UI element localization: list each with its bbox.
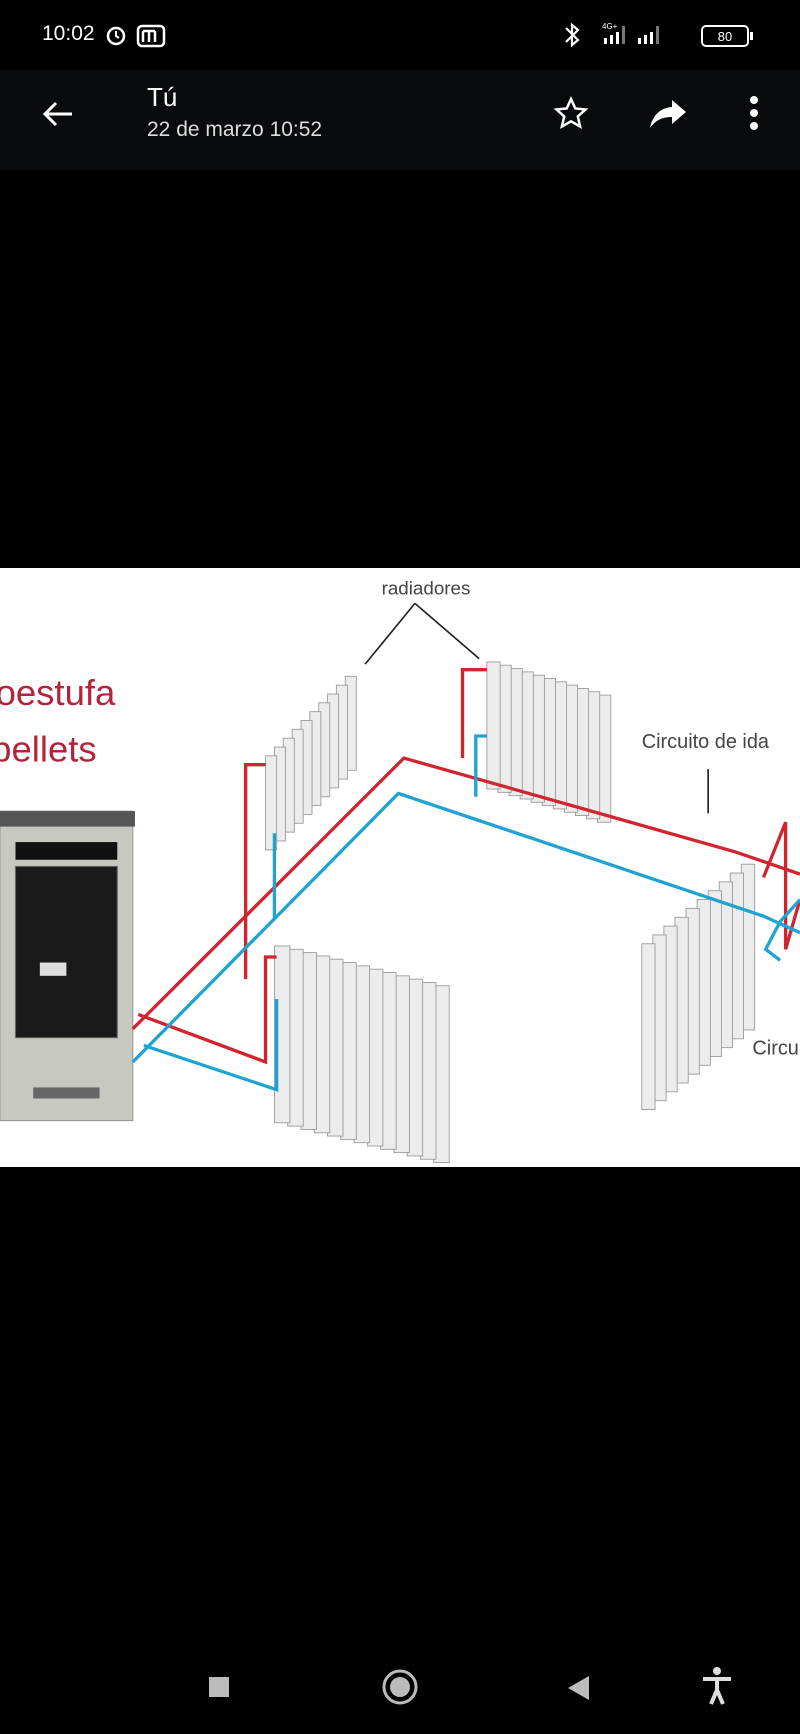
supply-branch-back xyxy=(460,668,487,759)
return-branch-front xyxy=(143,999,279,1092)
back-arrow-icon[interactable] xyxy=(40,98,76,130)
message-date: 22 de marzo 10:52 xyxy=(147,118,323,141)
label-radiadores: radiadores xyxy=(382,578,471,599)
share-forward-icon[interactable] xyxy=(648,96,688,132)
signal-icon-2 xyxy=(638,26,659,44)
label-stove-1: oestufa xyxy=(0,672,116,713)
network-type: 4G+ xyxy=(602,22,618,31)
return-branch-right xyxy=(763,898,800,962)
bluetooth-icon xyxy=(565,22,580,48)
supply-branch-left xyxy=(243,763,266,980)
label-stove-2: pellets xyxy=(0,728,97,769)
status-icons-left xyxy=(106,24,166,48)
back-button[interactable] xyxy=(565,1674,591,1702)
return-pipe xyxy=(131,791,800,1064)
radiator-left xyxy=(265,675,357,851)
radiator-back xyxy=(486,661,612,823)
navigation-bar xyxy=(0,1650,800,1734)
home-button[interactable] xyxy=(381,1668,419,1706)
stove xyxy=(0,810,135,1122)
svg-text:80: 80 xyxy=(718,29,732,44)
app-m-icon xyxy=(136,24,166,48)
supply-branch-right xyxy=(761,821,800,950)
supply-branch-front xyxy=(137,955,277,1065)
radiators xyxy=(265,661,756,1164)
accessibility-icon[interactable] xyxy=(700,1666,734,1706)
leader-lines xyxy=(364,602,709,814)
battery-icon: 80 xyxy=(701,25,753,47)
status-bar: 10:02 4G+ 80 xyxy=(0,0,800,70)
heating-diagram-image[interactable]: radiadores oestufa pellets Circuito de i… xyxy=(0,568,800,1167)
return-branch-back xyxy=(474,734,487,797)
signal-icon xyxy=(604,26,625,44)
status-icons-right: 4G+ 80 xyxy=(565,22,753,48)
label-supply: Circuito de ida xyxy=(642,731,770,753)
radiator-front xyxy=(273,945,450,1164)
more-options-icon[interactable] xyxy=(744,94,764,134)
radiator-right xyxy=(641,863,756,1110)
status-time: 10:02 xyxy=(42,22,95,45)
star-icon[interactable] xyxy=(553,96,589,132)
label-return: Circu xyxy=(752,1037,798,1059)
recents-button[interactable] xyxy=(207,1675,231,1699)
alarm-icon xyxy=(106,26,126,46)
sender-name: Tú xyxy=(147,82,178,112)
app-bar: Tú 22 de marzo 10:52 xyxy=(0,70,800,170)
